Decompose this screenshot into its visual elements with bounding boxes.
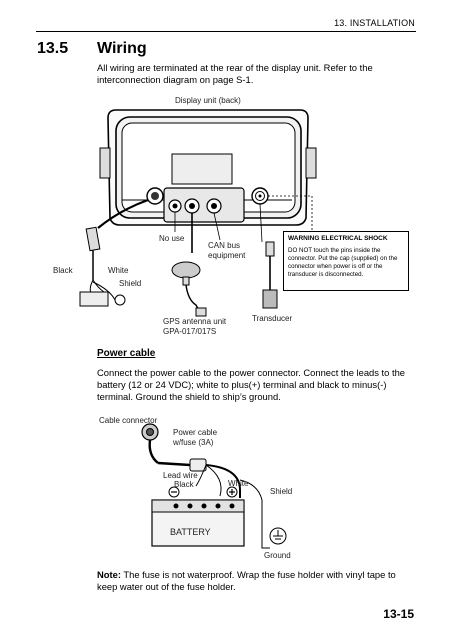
warning-title: WARNING ELECTRICAL SHOCK — [288, 235, 388, 242]
battery-label: BATTERY — [170, 527, 211, 537]
warning-box: WARNING ELECTRICAL SHOCK DO NOT touch th… — [283, 231, 409, 291]
cable-connector-label: Cable connector — [99, 416, 158, 425]
ground-label: Ground — [264, 551, 291, 560]
power-cable-label: Power cable w/fuse (3A) — [173, 428, 218, 447]
black-lead-label: Black — [174, 480, 194, 489]
header-rule — [36, 31, 416, 32]
transducer-label: Transducer — [252, 314, 293, 323]
section-title: Wiring — [97, 40, 147, 57]
shield-lead-label: Shield — [270, 487, 293, 496]
can-bus-label: CAN bus equipment — [208, 241, 246, 260]
gps-antenna-label: GPS antenna unit GPA-017/017S — [163, 317, 227, 336]
shield-label: Shield — [119, 279, 142, 288]
note-text: The fuse is not waterproof. Wrap the fus… — [97, 569, 396, 592]
white-lead-label: White — [228, 479, 249, 488]
warning-body: DO NOT touch the pins inside the connect… — [288, 247, 398, 278]
display-unit-label: Display unit (back) — [175, 96, 241, 105]
running-head: 13. INSTALLATION — [334, 18, 415, 28]
power-cable-heading: Power cable — [97, 348, 156, 359]
no-use-label: No use — [159, 234, 185, 243]
intro-paragraph: All wiring are terminated at the rear of… — [97, 62, 373, 85]
power-cable-paragraph: Connect the power cable to the power con… — [97, 367, 406, 402]
cable-connector — [141, 423, 159, 464]
page-number: 13-15 — [383, 607, 414, 621]
ground-symbol — [269, 527, 287, 545]
note-label: Note: — [97, 569, 121, 580]
black-label: Black — [53, 266, 73, 275]
power-cable-fig1 — [79, 198, 149, 307]
power-cable-fuse — [157, 458, 270, 549]
terminal-plus — [226, 486, 238, 498]
power-connector — [146, 187, 164, 205]
battery — [151, 499, 245, 547]
gps-antenna-unit — [171, 213, 207, 317]
white-label: White — [108, 266, 129, 275]
gps-connector — [184, 198, 200, 214]
section-number: 13.5 — [37, 40, 69, 57]
lead-wire-label: Lead wire — [163, 471, 198, 480]
terminal-minus — [168, 486, 180, 498]
transducer-plug — [262, 241, 278, 309]
note-paragraph: Note: The fuse is not waterproof. Wrap t… — [97, 569, 417, 593]
